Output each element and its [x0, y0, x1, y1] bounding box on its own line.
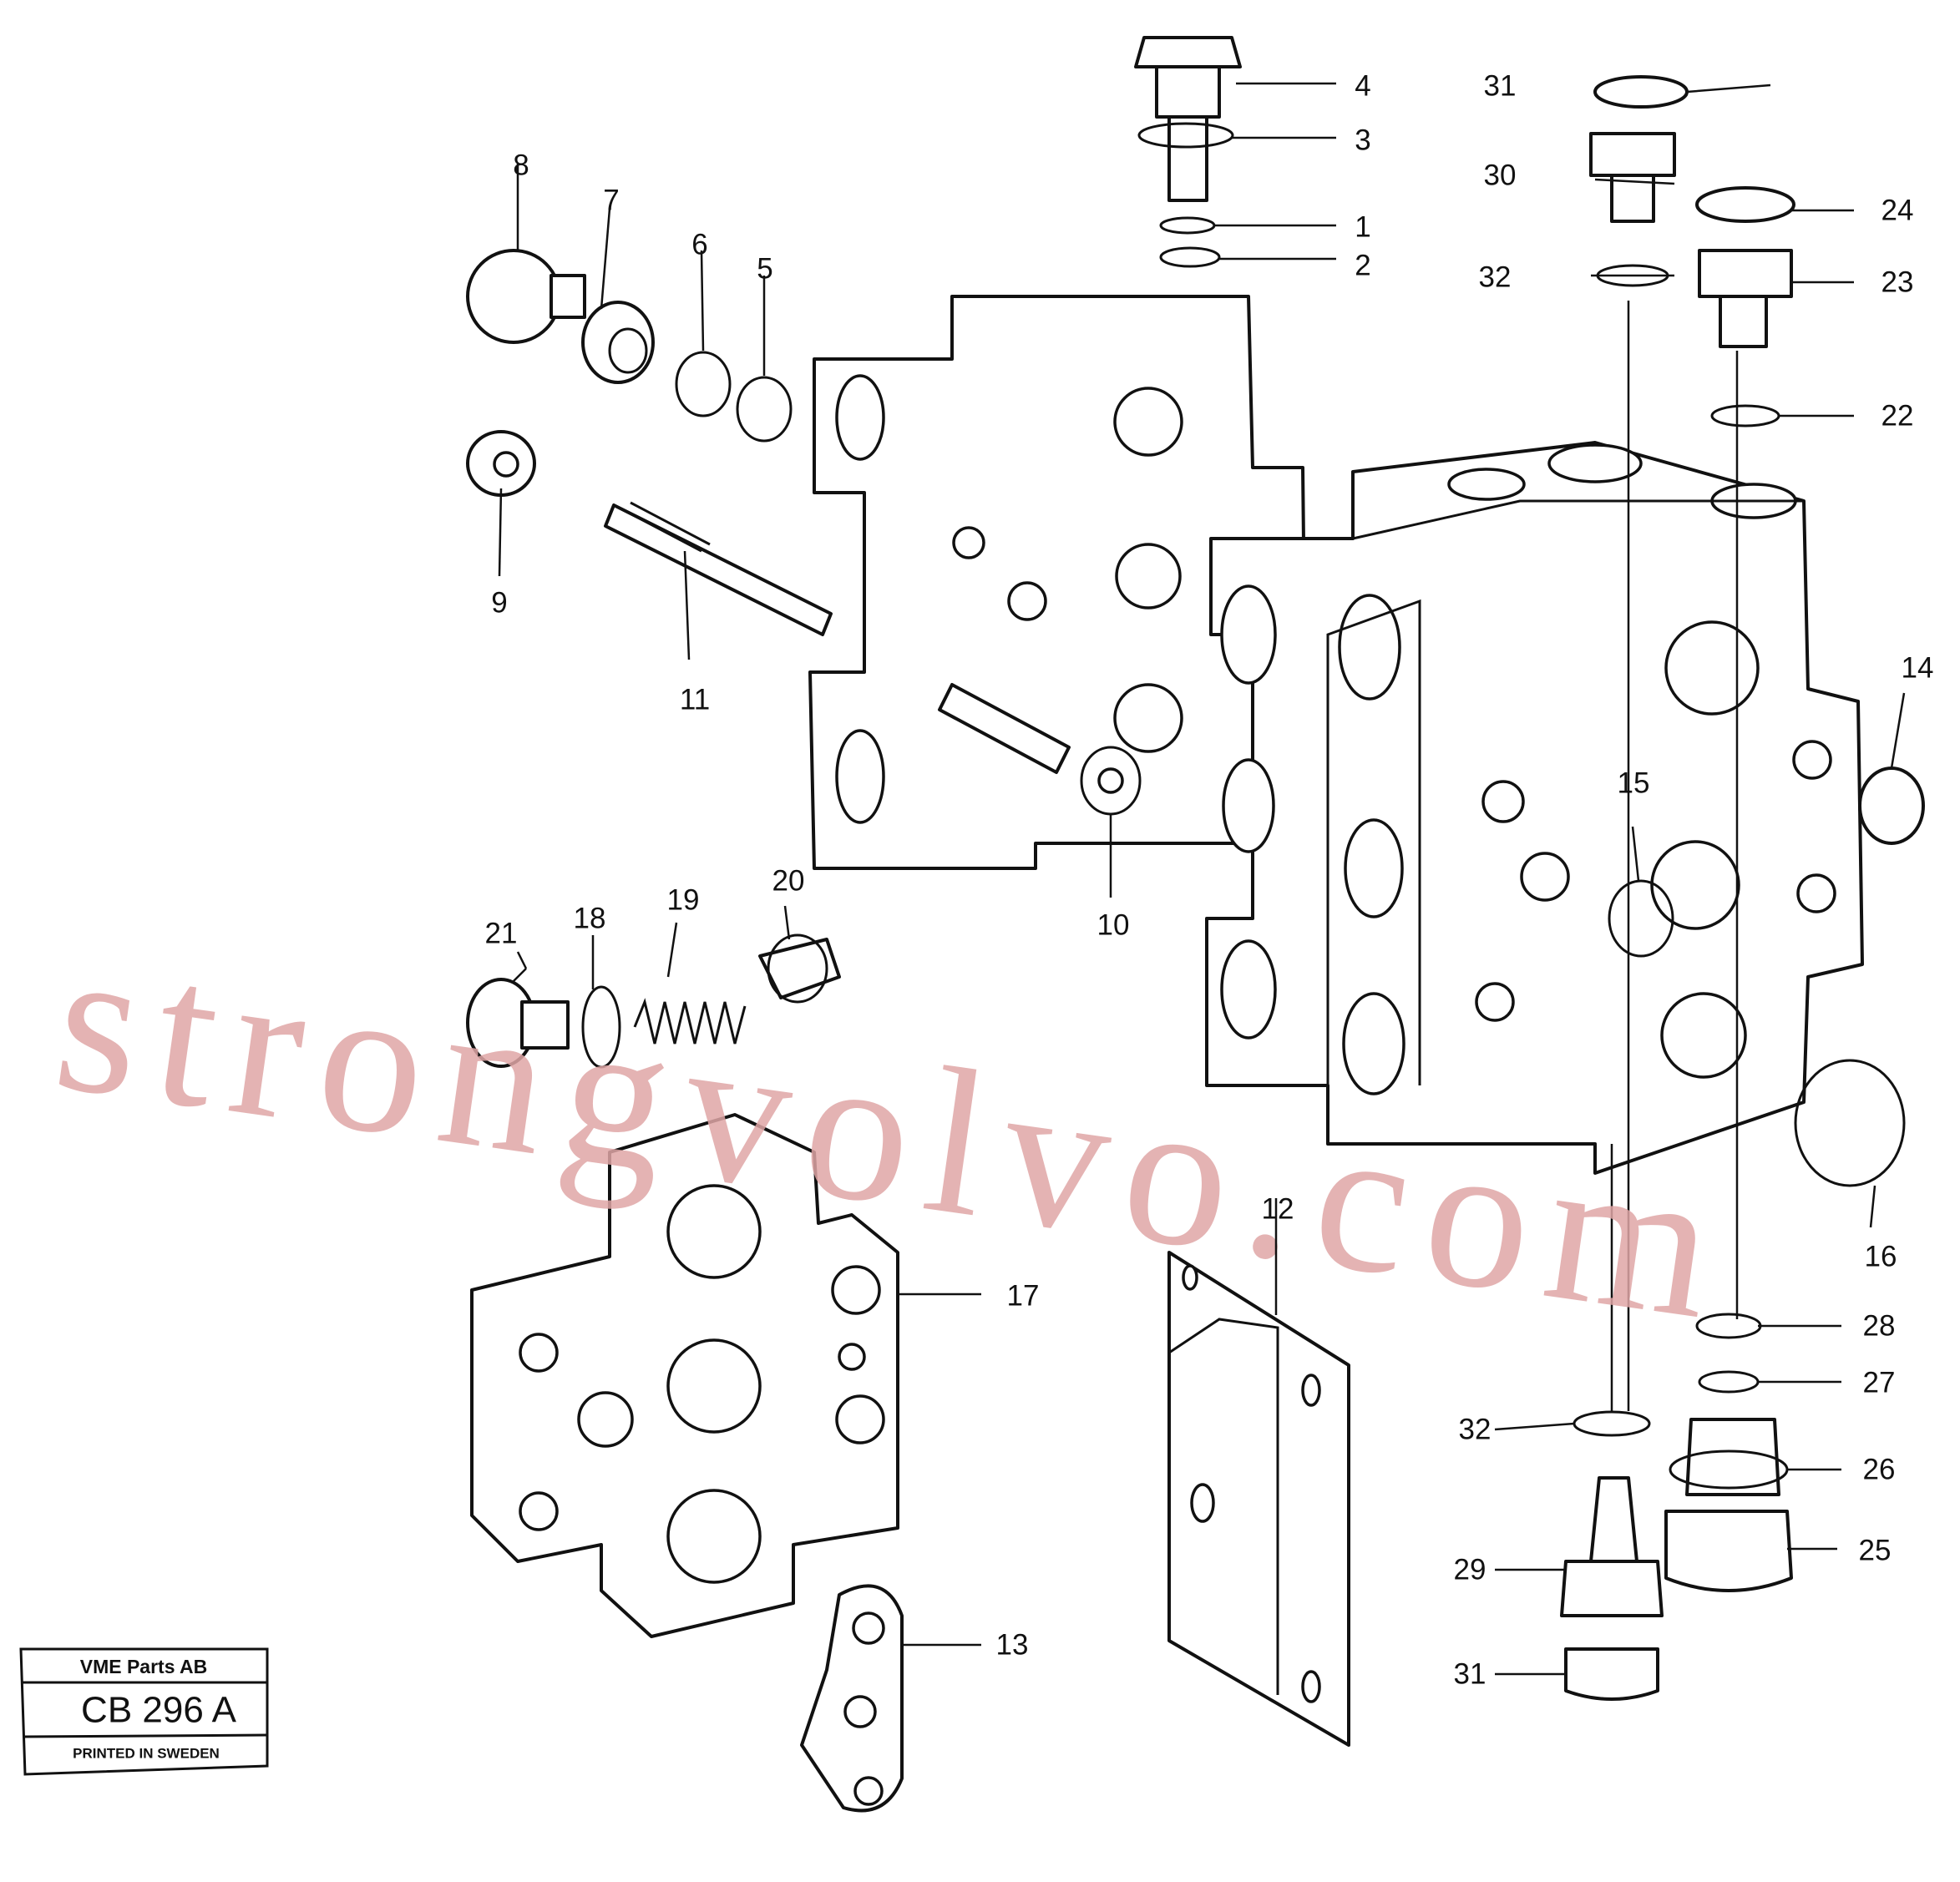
title-block-footer: PRINTED IN SWEDEN	[73, 1746, 220, 1762]
callout-27: 27	[1863, 1367, 1896, 1399]
callout-29: 29	[1454, 1554, 1486, 1586]
callout-14: 14	[1902, 652, 1934, 685]
callout-24: 24	[1881, 195, 1914, 227]
callout-9: 9	[491, 587, 507, 620]
callout-25: 25	[1859, 1535, 1892, 1567]
callout-15: 15	[1618, 767, 1650, 800]
callout-3: 3	[1355, 124, 1370, 157]
callout-6: 6	[691, 229, 707, 261]
leader-lines	[498, 82, 1906, 1676]
title-block: VME Parts AB CB 296 A PRINTED IN SWEDEN	[19, 1647, 269, 1776]
callout-7: 7	[603, 185, 619, 217]
callout-20: 20	[772, 865, 805, 898]
callout-8: 8	[513, 149, 529, 182]
callout-31-bottom: 31	[1454, 1658, 1486, 1691]
callout-12: 12	[1262, 1193, 1294, 1226]
callout-18: 18	[574, 903, 606, 935]
callout-26: 26	[1863, 1454, 1896, 1486]
callout-31-top: 31	[1484, 70, 1517, 103]
callout-2: 2	[1355, 250, 1370, 282]
right-fittings	[1560, 75, 1925, 1701]
callout-5: 5	[757, 253, 772, 286]
callout-13: 13	[996, 1629, 1029, 1662]
spring-assembly	[466, 933, 841, 1069]
bolt-10	[938, 683, 1142, 816]
callout-28: 28	[1863, 1310, 1896, 1343]
callout-32-bottom: 32	[1459, 1414, 1492, 1446]
callout-32-top: 32	[1479, 261, 1512, 294]
callout-17: 17	[1007, 1280, 1040, 1313]
callout-1: 1	[1355, 211, 1370, 244]
plate-13	[800, 1584, 904, 1813]
callout-16: 16	[1865, 1241, 1897, 1273]
bracket-12	[1167, 1251, 1350, 1747]
callout-30: 30	[1484, 159, 1517, 192]
valve-body-right	[1205, 441, 1864, 1175]
title-block-company: VME Parts AB	[80, 1656, 208, 1677]
left-fittings	[466, 249, 833, 636]
callout-22: 22	[1881, 400, 1914, 433]
title-block-code: CB 296 A	[81, 1690, 237, 1731]
callout-23: 23	[1881, 266, 1914, 299]
valve-body-left	[808, 295, 1309, 870]
callout-10: 10	[1097, 909, 1130, 942]
callout-labels: 4 3 1 2 8 7 6 5 9 11 10 21 18 19 20 17 1…	[485, 70, 1934, 1691]
callout-11: 11	[680, 684, 710, 716]
callout-4: 4	[1355, 70, 1370, 103]
callout-21: 21	[485, 918, 518, 950]
cover-plate-17	[470, 1113, 899, 1638]
callout-19: 19	[667, 884, 700, 917]
relief-valve-top	[1134, 36, 1242, 268]
